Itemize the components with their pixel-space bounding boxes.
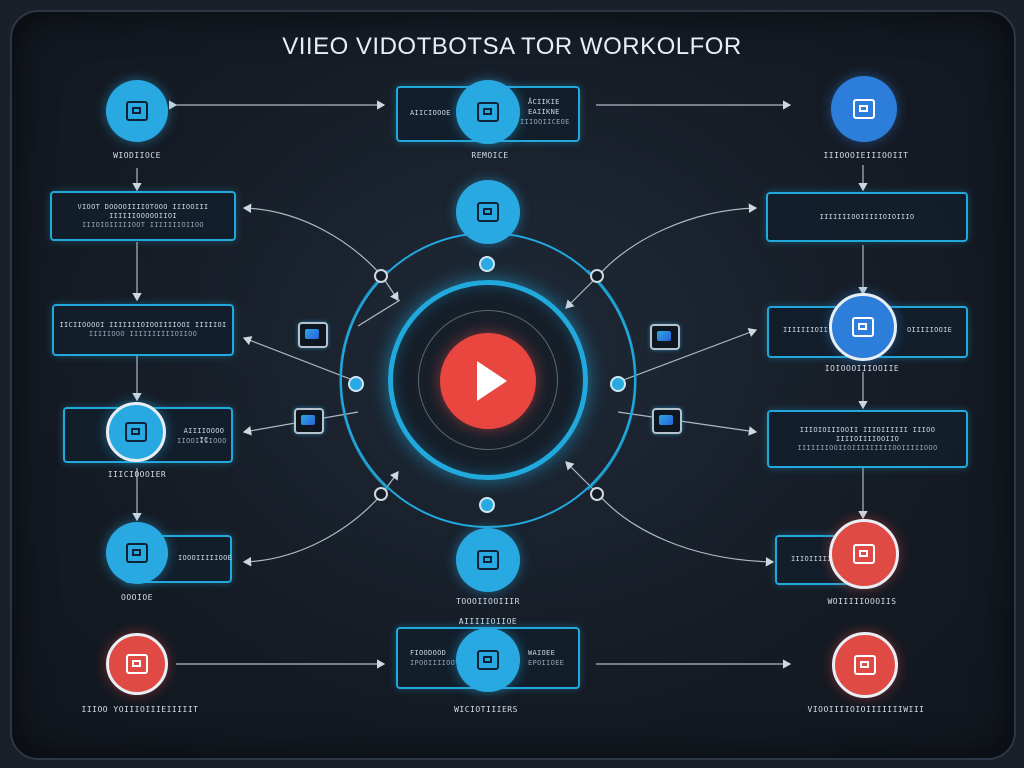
hub-bottom-knob[interactable] (479, 497, 495, 513)
right-box-2-caption: IOIOOOIIIOOIIE (824, 364, 900, 373)
left-box-2[interactable]: IICIIOOOOI IIIIIIIOIOOIIIIOOI IIIIIOI II… (52, 304, 234, 356)
right-box-1[interactable]: IIIIIIIOOIIIIIOIOIIIO (766, 192, 968, 242)
left-box-2-line: IICIIOOOOI IIIIIIIOIOOIIIIOOI IIIIIOI (59, 321, 227, 329)
image-icon (477, 102, 499, 122)
right-box-3-line: IIIOIOIIIOOII IIIOIIIIII IIIOO IIIIOIIII… (799, 425, 936, 443)
left-box-4-text: IOOOIIIIIOOE (178, 554, 233, 562)
right-bottom-node[interactable] (832, 632, 898, 698)
media-icon[interactable] (650, 324, 680, 350)
media-icon[interactable] (298, 322, 328, 348)
center-bottom-node[interactable] (456, 528, 520, 592)
right-box-4-caption: WOIIIIIOOOIIS (827, 597, 897, 606)
hub-connector-dot (374, 487, 388, 501)
play-icon[interactable] (440, 333, 536, 429)
right-box-2-node[interactable] (829, 293, 897, 361)
media-icon (477, 202, 499, 222)
left-bottom-caption: IIIOO YOIIIOIIIEIIIIIT (81, 705, 199, 714)
hub-connector-dot (590, 487, 604, 501)
top-center-box-right-text: EAIIKNE (528, 108, 560, 116)
left-box-3-node[interactable] (106, 402, 166, 462)
right-box-4-node[interactable] (829, 519, 899, 589)
left-box-4-caption: OOOIOE (121, 593, 153, 602)
bottom-center-box-left-text: FIOODOOD (410, 649, 447, 657)
right-top-node[interactable] (831, 76, 897, 142)
left-box-3-text: IIOOIIIIOOO (177, 437, 227, 445)
document-icon (853, 99, 875, 119)
hub-right-knob[interactable] (610, 376, 626, 392)
right-box-4-text: IIIOIIIIII (791, 555, 837, 563)
video-icon (854, 655, 876, 675)
media-icon[interactable] (652, 408, 682, 434)
bottom-center-box-right-text: WAIOEE (528, 649, 556, 657)
top-center-box-right-text: IIIOOIICEOE (520, 118, 570, 126)
right-box-1-line: IIIIIIIOOIIIIIOIOIIIO (819, 212, 915, 221)
hub-left-knob[interactable] (348, 376, 364, 392)
bottom-center-box-left-text: IPOOIIIIOOT (410, 659, 460, 667)
center-bottom-caption: TOOOIIOOIIIR (456, 597, 520, 606)
left-box-1[interactable]: VIOOT DOOOOIIIIOTOOO IIIOOIII IIIIIIOOOO… (50, 191, 236, 241)
image-icon (852, 317, 874, 337)
left-bottom-node[interactable] (106, 633, 168, 695)
right-box-3-line: IIIIIIIOOIIOIIIIIIIIIOOIIIIIOOO (797, 443, 938, 452)
bottom-center-node[interactable] (456, 628, 520, 692)
top-center-box-left-text: AIICIOOOE (410, 109, 451, 117)
hub-connector-dot (374, 269, 388, 283)
left-box-1-line: IIIOIOIIIIIOOT IIIIIIIOIIOO (82, 220, 204, 229)
media-icon[interactable] (294, 408, 324, 434)
hub-connector-dot (590, 269, 604, 283)
image-icon (126, 101, 148, 121)
media-icon (126, 543, 148, 563)
bottom-center-caption: WICIOTIIIERS (454, 705, 518, 714)
left-top-caption: WIODIIOCE (113, 151, 161, 160)
left-top-node[interactable] (106, 80, 168, 142)
right-bottom-caption: VIOOIIIIOIOIIIIIIIWIII (807, 705, 925, 714)
right-top-caption: IIIOOOIEIIIOOIIT (823, 151, 909, 160)
left-box-3-text: AIIIIOOOO IC (183, 427, 225, 444)
document-icon (125, 422, 147, 442)
image-icon (853, 544, 875, 564)
page-title: VIIEO VIDOTBOTSA TOR WORKOLFOR (282, 33, 742, 60)
top-center-caption: REMOICE (471, 151, 509, 160)
top-center-box-right-text: ÅCIIKIE (528, 98, 560, 106)
center-bottom-subcaption: AIIIIIOIIOE (458, 617, 518, 626)
right-box-2-text: IIIIIIIOII (783, 326, 829, 334)
document-icon (477, 550, 499, 570)
left-box-2-line: IIIIIOOO IIIIIIIIIIOIIOO (88, 330, 198, 338)
left-box-3-caption: IIICIOOOIER (107, 470, 167, 479)
left-box-4-node[interactable] (106, 522, 168, 584)
document-icon (477, 650, 499, 670)
center-top-node[interactable] (456, 180, 520, 244)
video-icon (126, 654, 148, 674)
hub-top-knob[interactable] (479, 256, 495, 272)
hub-inner-ring (418, 310, 558, 450)
top-center-node[interactable] (456, 80, 520, 144)
right-box-3[interactable]: IIIOIOIIIOOII IIIOIIIIII IIIOO IIIIOIIII… (767, 410, 968, 468)
bottom-center-box-right-text: EPOIIOEE (528, 659, 565, 667)
right-box-2-text: OIIIIIOOIE (907, 326, 953, 334)
left-box-1-line: VIOOT DOOOOIIIIOTOOO IIIOOIII IIIIIIOOOO… (77, 202, 209, 220)
